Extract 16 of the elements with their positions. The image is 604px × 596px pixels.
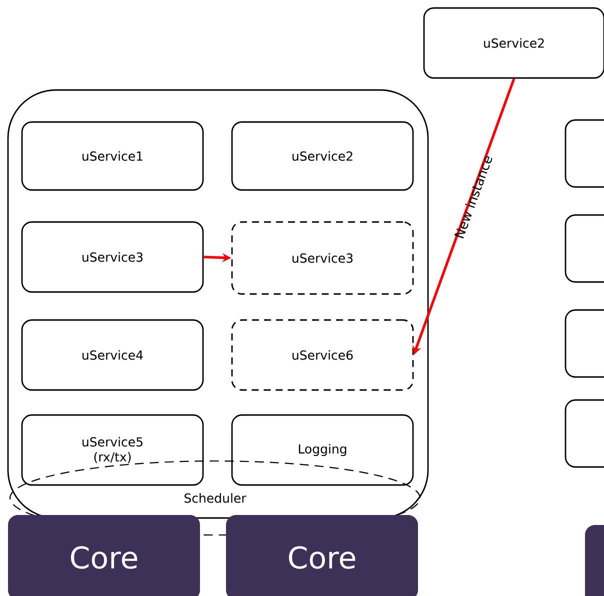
partial-box	[564, 399, 604, 468]
service-box: uService5 (rx/tx)	[21, 414, 204, 486]
service-box: uService1	[21, 121, 204, 191]
service-box: uService4	[21, 319, 204, 391]
core-box: Core	[8, 515, 200, 596]
core-box: Core	[226, 515, 418, 596]
partial-box	[585, 525, 604, 596]
partial-box	[564, 214, 604, 283]
service-box: uService2	[423, 7, 604, 79]
dashed-service-box: uService3	[231, 221, 414, 295]
service-box: uService3	[21, 221, 204, 293]
service-box: Logging	[231, 414, 414, 486]
partial-box	[564, 309, 604, 378]
service-box: uService2	[231, 121, 414, 191]
dashed-service-box: uService6	[231, 319, 414, 391]
partial-box	[564, 119, 604, 188]
